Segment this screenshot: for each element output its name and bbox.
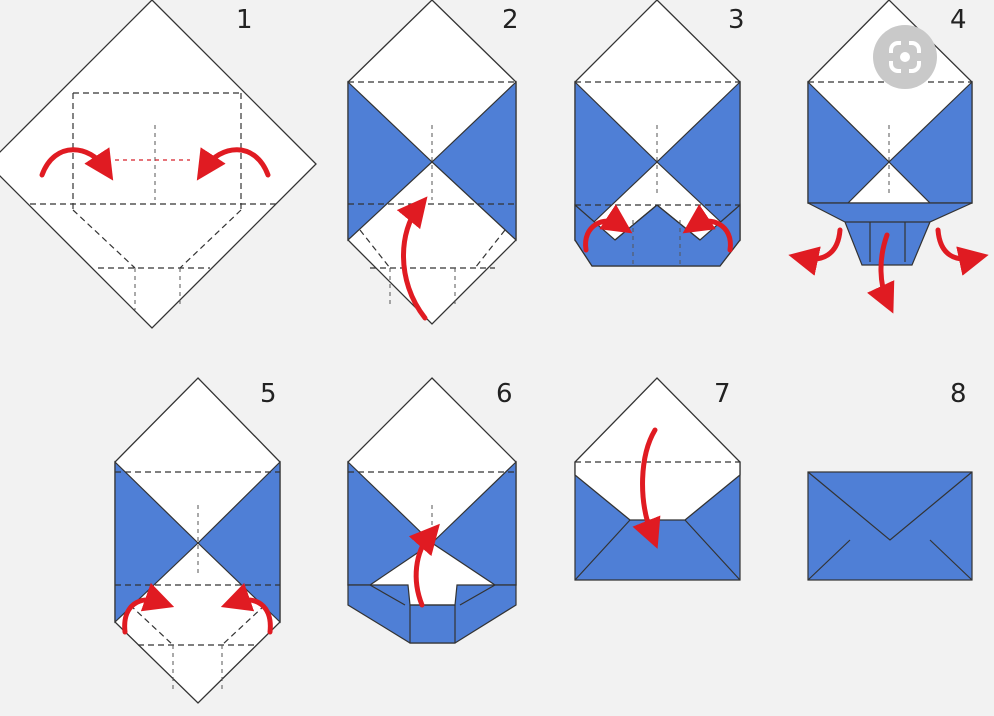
fold-arrow-left	[583, 204, 633, 253]
step-6: 6	[347, 377, 517, 644]
step-number: 5	[260, 379, 277, 409]
left-flap	[574, 80, 658, 242]
visual-search-button[interactable]	[873, 25, 937, 89]
right-flap	[656, 80, 741, 242]
right-flap	[431, 80, 517, 242]
step-1: 1	[0, 0, 317, 329]
fold-arrow-left	[39, 147, 114, 181]
step-7: 7	[574, 377, 741, 581]
step-number: 6	[496, 379, 513, 409]
fold-up-arrow	[408, 523, 440, 608]
unfold-arrow-right	[935, 227, 989, 276]
step-5: 5	[114, 377, 281, 704]
step-number: 1	[236, 5, 253, 35]
bottom-pocket	[347, 584, 517, 644]
visual-search-icon	[887, 39, 923, 75]
fold-down-arrow	[632, 427, 661, 549]
fold-arrow-right	[196, 147, 271, 181]
unfold-arrow-down	[867, 232, 895, 314]
step-number: 4	[950, 5, 967, 35]
fold-arrow-left	[122, 582, 175, 635]
step-3: 3	[574, 0, 745, 267]
step-2: 2	[347, 0, 519, 325]
step-number: 7	[714, 379, 731, 409]
fold-up-arrow	[396, 196, 428, 321]
left-flap	[114, 460, 199, 624]
step-8: 8	[807, 379, 973, 581]
finished-envelope	[807, 471, 973, 581]
fold-arrow-right	[220, 582, 273, 635]
fold-arrow-right	[682, 204, 733, 253]
right-flap	[197, 460, 281, 624]
unfold-arrow-left	[788, 227, 843, 276]
step-number: 3	[728, 5, 745, 35]
paper-diamond	[0, 0, 317, 329]
left-flap	[347, 80, 433, 242]
step-number: 8	[950, 379, 967, 409]
step-number: 2	[502, 5, 519, 35]
